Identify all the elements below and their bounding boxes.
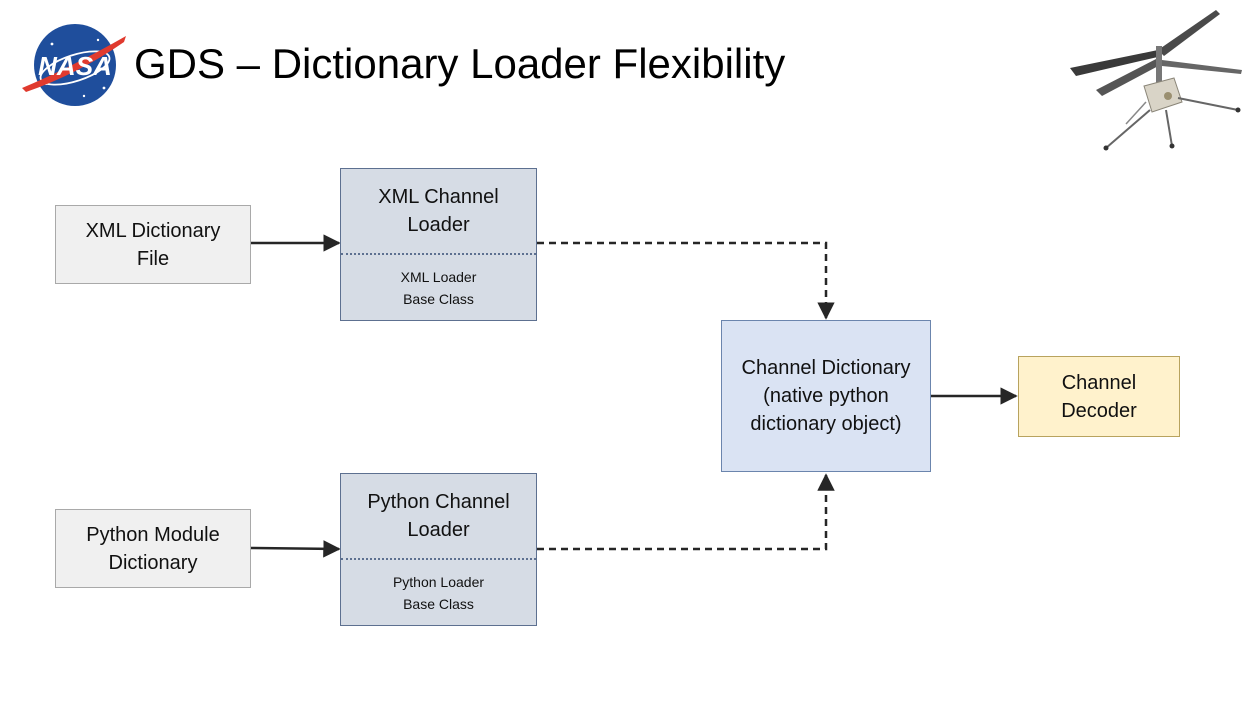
svg-text:NASA: NASA [38, 51, 112, 81]
arrow-python-module-to-loader [250, 540, 341, 558]
mars-helicopter-icon [1070, 10, 1242, 151]
xml-dictionary-file-node: XML Dictionary File [55, 205, 251, 284]
python-module-dictionary-node: Python Module Dictionary [55, 509, 251, 588]
python-channel-loader-label: Python Channel Loader [367, 491, 510, 541]
channel-decoder-label: Channel Decoder [1061, 371, 1137, 422]
xml-channel-loader-label: XML Channel Loader [378, 186, 499, 236]
channel-decoder-node: Channel Decoder [1018, 356, 1180, 437]
xml-channel-loader-node: XML Channel Loader XML Loader Base Class [340, 168, 537, 321]
nasa-logo: NASA [22, 24, 126, 106]
loader-divider [341, 558, 536, 560]
xml-dictionary-file-label: XML Dictionary File [85, 219, 221, 270]
xml-loader-base-class-label: XML Loader Base Class [400, 268, 477, 307]
channel-dictionary-label: Channel Dictionary (native python dictio… [741, 357, 911, 435]
arrow-xml-loader-to-dictionary [537, 241, 835, 320]
channel-dictionary-node: Channel Dictionary (native python dictio… [721, 320, 931, 472]
arrow-python-loader-to-dictionary [537, 473, 835, 551]
loader-divider [341, 253, 536, 255]
slide-title: GDS – Dictionary Loader Flexibility [134, 40, 786, 87]
python-channel-loader-node: Python Channel Loader Python Loader Base… [340, 473, 537, 626]
python-loader-base-class-label: Python Loader Base Class [392, 573, 485, 612]
python-module-dictionary-label: Python Module Dictionary [86, 523, 220, 574]
